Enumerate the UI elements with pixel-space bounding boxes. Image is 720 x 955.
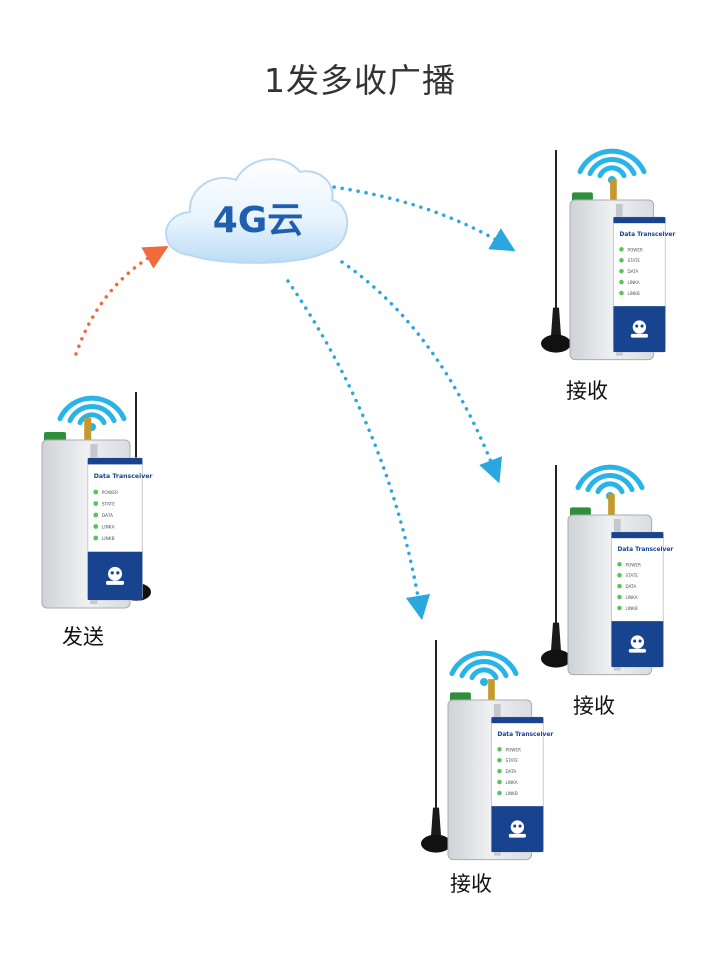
- status-led-icon: [617, 562, 622, 567]
- uplink-arrow: [74, 245, 169, 356]
- diagram-title: 1发多收广播: [264, 61, 456, 100]
- status-led-icon: [497, 757, 502, 763]
- device-brand-label: Data Transceiver: [94, 473, 154, 480]
- indicator-label: DATA: [505, 769, 516, 774]
- wifi-signal-icon: [449, 650, 519, 686]
- robot-logo-icon: [628, 635, 646, 653]
- sender-label: 发送: [62, 625, 104, 649]
- indicator-label: POWER: [102, 490, 118, 496]
- status-led-icon: [93, 535, 99, 541]
- indicator-label: LINKB: [505, 791, 517, 796]
- status-led-icon: [617, 605, 622, 611]
- status-led-icon: [93, 512, 99, 518]
- indicator-label: STATE: [102, 502, 115, 508]
- indicator-label: DATA: [102, 513, 113, 519]
- indicator-label: STATE: [625, 573, 638, 578]
- indicator-label: LINKB: [102, 536, 115, 542]
- robot-logo-icon: [630, 320, 648, 338]
- indicator-label: POWER: [627, 247, 643, 252]
- status-led-icon: [619, 257, 624, 263]
- receiver-2-label: 接收: [573, 694, 615, 718]
- indicator-label: POWER: [505, 747, 521, 752]
- status-led-icon: [617, 583, 622, 589]
- antenna-icon: [541, 150, 571, 353]
- indicator-label: LINKB: [625, 606, 637, 611]
- downlink-arrow-receiver-3: [286, 279, 431, 621]
- status-led-icon: [619, 290, 624, 296]
- status-led-icon: [619, 268, 624, 274]
- cloud-icon: 4G云: [165, 158, 348, 264]
- downlink-arrow-receiver-1: [324, 184, 516, 252]
- indicator-label: LINKB: [627, 291, 639, 296]
- status-led-icon: [497, 790, 502, 796]
- downlink-arrow-receiver-2: [340, 260, 502, 484]
- status-led-icon: [497, 779, 502, 785]
- antenna-icon: [421, 640, 451, 853]
- receiver-3-label: 接收: [450, 872, 492, 896]
- wifi-signal-icon: [577, 148, 647, 184]
- indicator-label: DATA: [627, 269, 638, 274]
- status-led-icon: [619, 247, 624, 252]
- status-led-icon: [617, 572, 622, 578]
- status-led-icon: [93, 501, 99, 506]
- wifi-signal-icon: [575, 464, 645, 500]
- indicator-label: POWER: [625, 562, 641, 567]
- indicator-label: STATE: [627, 258, 640, 263]
- cloud-label: 4G云: [213, 200, 304, 241]
- indicator-label: LINKA: [505, 780, 517, 785]
- status-led-icon: [617, 594, 622, 600]
- indicator-label: STATE: [505, 758, 518, 763]
- receiver-1-label: 接收: [566, 379, 608, 403]
- status-led-icon: [497, 747, 502, 752]
- device-brand-label: Data Transceiver: [617, 547, 673, 553]
- status-led-icon: [619, 279, 624, 285]
- wifi-signal-icon: [57, 395, 127, 431]
- indicator-label: LINKA: [627, 280, 639, 285]
- robot-logo-icon: [106, 566, 125, 585]
- indicator-label: LINKA: [102, 525, 115, 531]
- indicator-label: DATA: [625, 584, 636, 589]
- device-brand-label: Data Transceiver: [619, 232, 675, 238]
- status-led-icon: [93, 489, 99, 495]
- robot-logo-icon: [508, 820, 526, 838]
- device-brand-label: Data Transceiver: [497, 732, 553, 738]
- status-led-icon: [497, 768, 502, 774]
- status-led-icon: [93, 524, 99, 529]
- antenna-icon: [541, 465, 571, 668]
- indicator-label: LINKA: [625, 595, 637, 600]
